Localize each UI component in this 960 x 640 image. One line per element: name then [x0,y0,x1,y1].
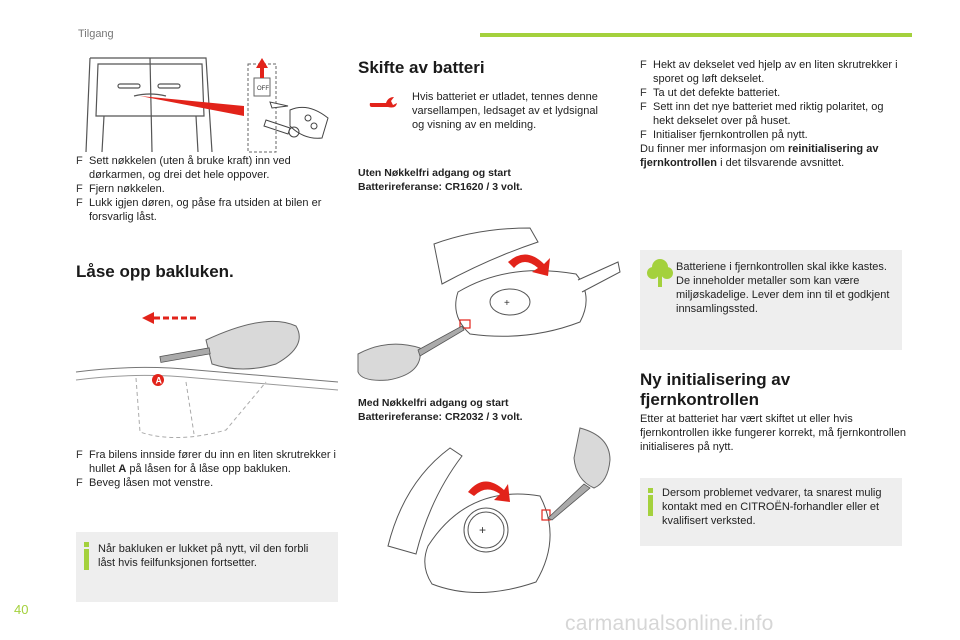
van-rear-door-icon [85,57,213,153]
battery-plus-icon: + [479,523,486,537]
pointer-arrow-icon [140,96,244,116]
section-title-tailgate: Låse opp bakluken. [76,262,234,281]
callout-a-label: A [156,376,163,386]
screwdriver-icon [159,320,300,370]
note-text: Når bakluken er lukket på nytt, vil den … [98,543,309,569]
off-label: OFF [257,86,269,92]
subhead-without-keyless: Uten Nøkkelfri adgang og start Batterire… [358,167,523,193]
lift-arrow-icon [508,254,550,276]
info-note-tailgate: Når bakluken er lukket på nytt, vil den … [76,532,338,602]
reference-text: Du finner mer informasjon om reinitialis… [640,143,879,169]
screwdriver-icon [357,325,465,381]
callout-a-badge [152,374,164,386]
section-title-reinit: Ny initialisering av fjernkontrollen [640,370,791,409]
battery-cover-icon [433,227,539,285]
reinit-text: Etter at batteriet har vært skiftet ut e… [640,413,906,453]
key-battery-illustration-2: + [387,427,611,594]
section-label: Tilgang [78,28,114,40]
info-note-dealer: Dersom problemet vedvarer, ta snarest mu… [640,478,902,546]
tree-icon [647,259,673,287]
key-in-door-illustration: OFF [85,57,329,153]
screwdriver-icon [547,427,611,521]
left-arrow-icon [142,312,196,324]
up-arrow-icon [256,58,268,78]
wrench-warning-icon [369,97,397,108]
page-number: 40 [14,602,29,617]
watermark: carmanualsonline.info [565,612,774,635]
battery-cover-icon [387,447,463,555]
section-title-battery: Skifte av batteri [358,58,485,77]
lift-arrow-icon [468,481,510,502]
tailgate-lock-illustration: A [75,312,339,438]
key-battery-illustration-1: + [357,227,621,381]
subhead-with-keyless: Med Nøkkelfri adgang og start Batteriref… [358,397,523,423]
note-text: Batteriene i fjernkontrollen skal ikke k… [676,261,890,315]
note-text: Dersom problemet vedvarer, ta snarest mu… [662,487,882,527]
mechanical-key-icon [263,119,300,138]
battery-plus-icon: + [504,298,510,309]
key-fob-icon [269,101,329,139]
info-icon [84,542,90,570]
header-rule [480,33,912,37]
warning-text: Hvis batteriet er utladet, tennes denne … [412,91,598,131]
environment-note: Batteriene i fjernkontrollen skal ikke k… [640,250,902,350]
info-icon [648,488,654,516]
